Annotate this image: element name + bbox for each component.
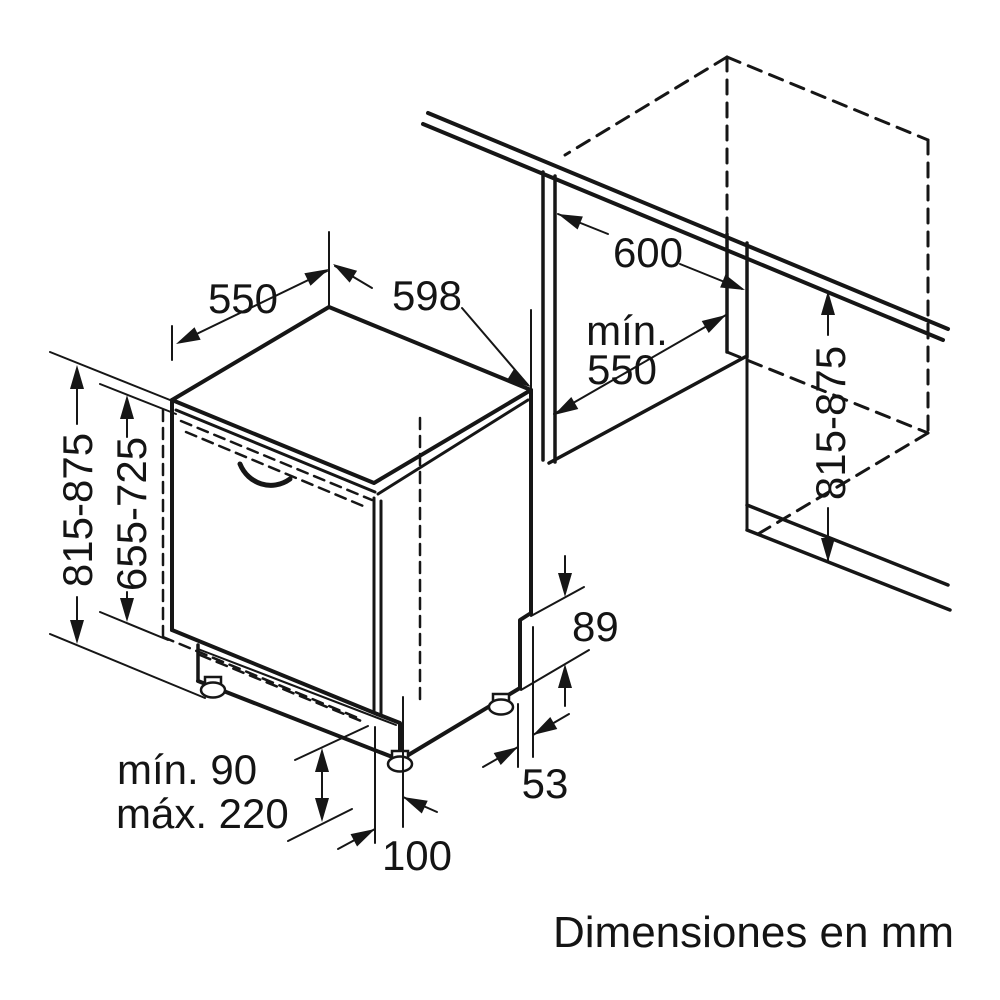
- top-face: [170, 305, 533, 485]
- dimension-arrowheads: [70, 214, 835, 847]
- rear-recess-step: [518, 611, 533, 690]
- dimension-arrowhead: [176, 327, 201, 344]
- dimension-arrowhead: [120, 598, 134, 622]
- foot-rear-right: [487, 692, 515, 716]
- dimension-arrowhead: [350, 829, 375, 847]
- label-plinth-min: mín. 90: [117, 746, 257, 793]
- dimension-arrowhead: [720, 274, 745, 290]
- base-bottom-left: [196, 679, 402, 762]
- base-front-corner: [375, 712, 402, 762]
- foot-front: [386, 749, 414, 773]
- dimension-arrowhead: [558, 664, 572, 688]
- door-bottom-edge: [170, 628, 379, 716]
- niche-floor-edge: [547, 355, 747, 465]
- box-bottom-rear-edge: [725, 350, 930, 435]
- plinth-dashed: [198, 653, 368, 725]
- dimension-arrowhead: [70, 365, 84, 389]
- label-foot-to-front: 100: [382, 832, 452, 879]
- dimension-arrowhead: [493, 747, 518, 766]
- label-rear-recess-height: 89: [572, 603, 619, 650]
- base-top-edge: [197, 648, 397, 726]
- box-bottom-right-edge: [751, 431, 930, 539]
- dimension-arrowhead: [333, 264, 358, 283]
- dimension-arrowhead: [304, 269, 329, 286]
- label-appliance-depth: 550: [208, 275, 278, 322]
- label-rear-recess-depth: 53: [522, 760, 569, 807]
- dimension-arrowhead: [533, 716, 558, 735]
- dishwasher-body: [161, 305, 533, 773]
- dimension-arrowhead: [821, 538, 835, 562]
- handle-recess: [237, 461, 293, 488]
- panel-top-dashed-1: [179, 419, 374, 502]
- dimension-arrowhead: [70, 620, 84, 644]
- niche-volume-dashed: [563, 55, 930, 539]
- countertop-top-edge: [426, 111, 950, 331]
- dimension-arrowhead: [315, 748, 329, 772]
- box-top-right-edge: [725, 55, 930, 142]
- floor-line-bottom: [745, 528, 952, 612]
- dimension-arrowhead: [558, 573, 572, 597]
- label-plinth-max: máx. 220: [116, 790, 289, 837]
- side-top-rim: [376, 398, 530, 496]
- dimension-arrowhead: [403, 797, 428, 814]
- dimension-arrowhead: [506, 368, 531, 387]
- dimension-arrowhead: [554, 396, 579, 415]
- floor-line-top: [745, 503, 950, 587]
- dimension-labels: 550 598 815-875 655-725 600 mín. 550 815…: [54, 229, 954, 957]
- foot-left: [199, 675, 227, 699]
- panel-top-dashed-2: [184, 430, 370, 510]
- dimension-arrowhead: [120, 395, 134, 419]
- label-niche-height: 815-875: [807, 346, 854, 500]
- countertop-bottom-edge: [421, 122, 945, 342]
- label-front-panel-height: 655-725: [108, 437, 155, 591]
- dimension-arrowhead: [821, 291, 835, 315]
- dimension-arrowhead: [558, 214, 583, 230]
- label-appliance-width: 598: [392, 272, 462, 319]
- caption-units: Dimensiones en mm: [553, 908, 954, 957]
- label-niche-width: 600: [613, 229, 683, 276]
- label-appliance-height: 815-875: [54, 433, 101, 587]
- dimension-arrowhead: [315, 798, 329, 822]
- dimension-arrowhead: [701, 315, 726, 334]
- label-niche-depth-value: 550: [587, 346, 657, 393]
- label-niche-depth-prefix: mín.: [586, 307, 668, 354]
- panel-bottom-dashed: [161, 635, 360, 720]
- door-top-rim: [174, 408, 377, 494]
- niche-cabinet: [421, 55, 952, 612]
- box-top-left-edge: [563, 55, 729, 157]
